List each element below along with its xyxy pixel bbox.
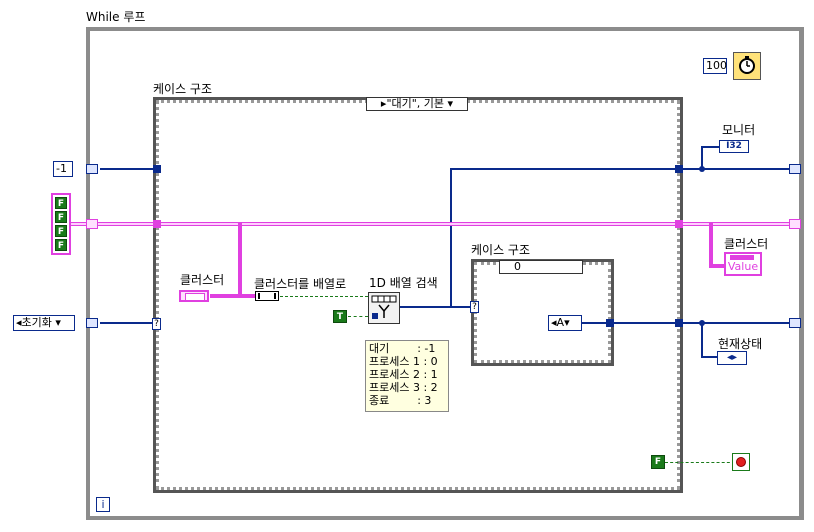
wire-int-vertical-search[interactable] [450, 168, 452, 308]
state-legend-note: 대기 : -1 프로세스 1 : 0 프로세스 2 : 1 프로세스 3 : 2… [365, 340, 449, 412]
wire-monitor-branch-h[interactable] [701, 146, 719, 148]
shift-register-left-int[interactable] [86, 164, 98, 174]
outer-case-selector[interactable]: ▸"대기", 기본 ▾ [366, 97, 468, 111]
wire-true-to-search[interactable] [348, 316, 368, 317]
iteration-terminal[interactable]: i [96, 497, 110, 512]
note-line: 프로세스 2 : 1 [369, 368, 438, 381]
cluster-icon [185, 293, 205, 301]
bool-array-item: F [55, 211, 67, 223]
minus-one-constant[interactable]: -1 [53, 161, 73, 177]
wire-cluster-main-inner [70, 223, 800, 225]
inner-case-label: 케이스 구조 [471, 243, 531, 257]
tunnel-outer-right-cluster[interactable] [675, 220, 683, 228]
inner-case-border-texture [474, 262, 611, 363]
bool-array-item: F [55, 225, 67, 237]
shift-register-right-int[interactable] [789, 164, 801, 174]
cluster-to-array-label: 클러스터를 배열로 [254, 277, 347, 291]
bool-array-constant[interactable]: F F F F [51, 193, 71, 255]
wire-cluster-to-convert[interactable] [210, 294, 256, 298]
outer-case-label: 케이스 구조 [153, 82, 213, 96]
wire-enum-left[interactable] [100, 322, 156, 324]
wire-search-to-junction[interactable] [400, 306, 452, 308]
enum-a-text: A [556, 316, 565, 329]
cluster-indicator-bar [730, 255, 754, 260]
inner-case-selector-terminal[interactable]: ? [470, 301, 479, 313]
bool-array-item: F [55, 239, 67, 251]
chevron-down-icon: ▾ [55, 316, 61, 329]
false-constant[interactable]: F [651, 455, 665, 469]
search-array-icon [371, 295, 397, 319]
stop-icon [736, 457, 746, 467]
true-constant[interactable]: T [333, 310, 347, 323]
clock-icon [739, 56, 755, 74]
note-line: 종료 : 3 [369, 394, 432, 407]
bool-array-item: F [55, 197, 67, 209]
wire-junction-dot [699, 166, 705, 172]
shift-register-left-enum[interactable] [86, 318, 98, 328]
enum-init-text: 초기화 [21, 316, 52, 329]
case-selector-terminal[interactable]: ? [152, 318, 161, 330]
monitor-label: 모니터 [722, 123, 756, 137]
tunnel-outer-right-enum[interactable] [675, 319, 683, 327]
wire-int-top-right[interactable] [452, 168, 800, 170]
wire-enum-in-case[interactable] [582, 322, 800, 324]
enum-a-constant[interactable]: ◂A▾ [548, 315, 582, 331]
wire-array-to-search[interactable] [280, 296, 368, 297]
cluster-out-label: 클러스터 [724, 237, 769, 251]
wire-current-state-v[interactable] [701, 322, 703, 358]
wait-clock-icon[interactable] [733, 52, 761, 80]
while-loop-frame[interactable] [86, 27, 804, 520]
cluster-to-array-node[interactable] [255, 291, 279, 301]
wire-int-top-left[interactable] [100, 168, 156, 170]
enum-init-constant[interactable]: ◂초기화 ▾ [13, 315, 75, 331]
current-state-label: 현재상태 [718, 337, 763, 351]
chevron-down-icon: ▾ [564, 316, 570, 329]
cluster-in-terminal[interactable] [179, 290, 209, 302]
wire-false-to-stop[interactable] [665, 462, 735, 463]
wire-cluster-out-h[interactable] [709, 264, 729, 268]
wire-search-to-inner-case[interactable] [452, 306, 472, 308]
tunnel-inner-right-enum[interactable] [606, 319, 614, 327]
monitor-type: I32 [726, 141, 742, 151]
while-loop-label: While 루프 [86, 10, 146, 24]
wire-cluster-drop-v[interactable] [238, 222, 242, 298]
cluster-out-value: Value [727, 260, 759, 273]
search-1d-array-node[interactable] [368, 292, 400, 324]
wire-junction-dot-2 [699, 320, 705, 326]
shift-register-right-cluster[interactable] [789, 219, 801, 229]
shift-register-left-cluster[interactable] [86, 219, 98, 229]
inner-case-selector[interactable]: 0 [499, 260, 583, 274]
tunnel-outer-right-int[interactable] [675, 165, 683, 173]
wire-monitor-branch-v[interactable] [701, 146, 703, 170]
enum-arrow-icon: ◂ [16, 316, 22, 329]
search-1d-label: 1D 배열 검색 [369, 276, 438, 290]
enum-arrow-icon: ◂ [551, 316, 557, 329]
cluster-in-label: 클러스터 [180, 273, 225, 287]
enum-indicator-icon: ◂▸ [726, 352, 738, 363]
wait-ms-constant[interactable]: 100 [703, 58, 727, 74]
cluster-out-indicator[interactable]: Value [724, 252, 762, 276]
monitor-indicator[interactable]: I32 [719, 140, 749, 153]
note-line: 프로세스 1 : 0 [369, 355, 438, 368]
wire-cluster-out-v[interactable] [709, 222, 713, 268]
current-state-indicator[interactable]: ◂▸ [717, 351, 747, 365]
tunnel-outer-left-int[interactable] [153, 165, 161, 173]
note-line: 대기 : -1 [369, 342, 436, 355]
array-bracket-icon [258, 293, 276, 299]
shift-register-right-enum[interactable] [789, 318, 801, 328]
tunnel-outer-left-cluster[interactable] [153, 220, 161, 228]
stop-terminal[interactable] [732, 453, 750, 471]
wire-current-state-h[interactable] [701, 356, 717, 358]
note-line: 프로세스 3 : 2 [369, 381, 438, 394]
